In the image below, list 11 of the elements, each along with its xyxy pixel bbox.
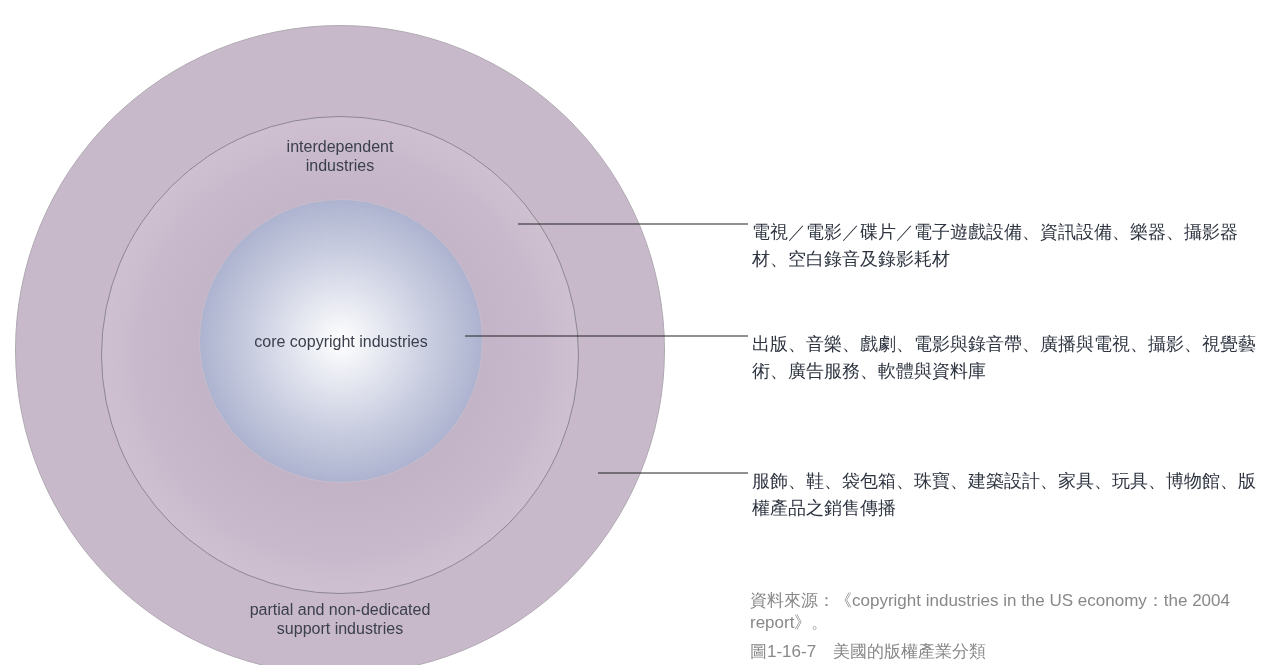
category-text: 電視／電影／碟片／電子遊戲設備、資訊設備、樂器、攝影器材、空白錄音及錄影耗材 xyxy=(752,218,1268,272)
ring-label: partial and non-dedicated support industries xyxy=(248,600,432,638)
leader-line xyxy=(517,223,749,225)
leader-line xyxy=(597,472,749,474)
figure-caption: 圖1-16-7 美國的版權產業分類 xyxy=(750,641,988,663)
source-note: 資料來源：《copyright industries in the US economy：the 2004 report》。 xyxy=(750,590,1231,634)
core-label: core copyright industries xyxy=(254,332,428,351)
category-text: 出版、音樂、戲劇、電影與錄音帶、廣播與電視、攝影、視覺藝術、廣告服務、軟體與資料庫 xyxy=(752,330,1268,384)
leader-line xyxy=(464,335,749,337)
category-text: 服飾、鞋、袋包箱、珠寶、建築設計、家具、玩具、博物館、版權產品之銷售傳播 xyxy=(752,467,1268,521)
ring-label: interdependent industries xyxy=(285,137,395,175)
